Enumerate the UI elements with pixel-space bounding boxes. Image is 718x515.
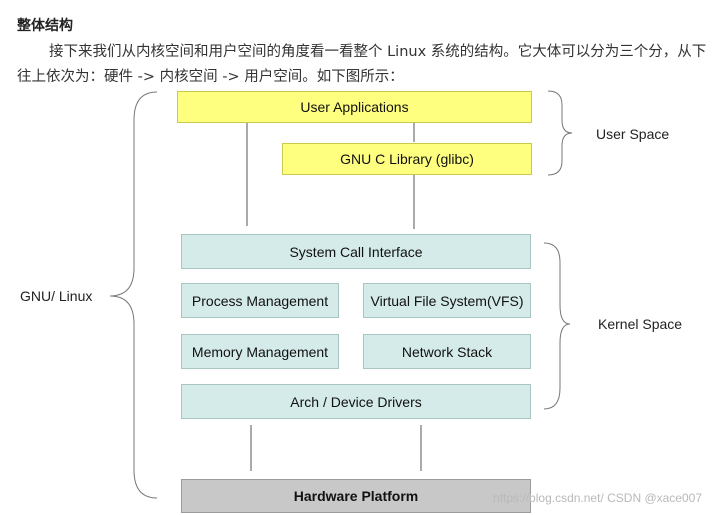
glibc-box: GNU C Library (glibc) — [282, 143, 532, 175]
watermark: https://blog.csdn.net/ CSDN @xace007 — [493, 491, 702, 505]
vfs-box: Virtual File System(VFS) — [363, 283, 531, 318]
kernel-space-label: Kernel Space — [598, 316, 683, 332]
kernel-space-brace — [543, 242, 571, 410]
network-stack-box: Network Stack — [363, 334, 531, 369]
memory-management-box: Memory Management — [181, 334, 339, 369]
hardware-platform-box: Hardware Platform — [181, 479, 531, 513]
user-applications-box: User Applications — [177, 91, 532, 123]
user-space-brace — [547, 90, 573, 176]
gnu-linux-brace — [109, 91, 158, 499]
intro-paragraph-text: 接下来我们从内核空间和用户空间的角度看一看整个 Linux 系统的结构。它大体可… — [17, 44, 707, 85]
user-space-label: User Space — [596, 126, 670, 142]
gnu-linux-label: GNU/ Linux — [20, 288, 93, 304]
intro-paragraph: 接下来我们从内核空间和用户空间的角度看一看整个 Linux 系统的结构。它大体可… — [17, 40, 717, 90]
section-heading: 整体结构 — [17, 18, 73, 34]
process-management-box: Process Management — [181, 283, 339, 318]
system-call-interface-box: System Call Interface — [181, 234, 531, 269]
arch-device-drivers-box: Arch / Device Drivers — [181, 384, 531, 419]
